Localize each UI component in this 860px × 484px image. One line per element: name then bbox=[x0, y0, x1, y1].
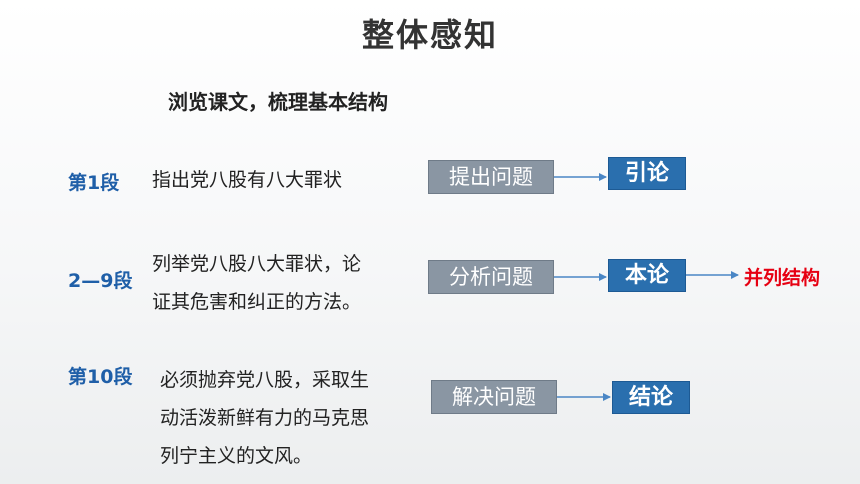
description-3-line-3: 列宁主义的文风。 bbox=[160, 445, 313, 467]
part-box-1: 引论 bbox=[608, 157, 686, 190]
step-box-3: 解决问题 bbox=[431, 380, 557, 414]
part-box-3: 结论 bbox=[612, 381, 690, 414]
subtitle: 浏览课文，梳理基本结构 bbox=[168, 90, 388, 114]
description-1: 指出党八股有八大罪状 bbox=[152, 161, 342, 199]
segment-label-1: 第1段 bbox=[68, 172, 120, 194]
description-2-line-2: 证其危害和纠正的方法。 bbox=[152, 291, 362, 313]
segment-label-3: 第10段 bbox=[68, 366, 133, 388]
segment-label-2: 2—9段 bbox=[68, 270, 133, 292]
description-3-line-1: 必须抛弃党八股，采取生 bbox=[160, 369, 370, 391]
description-2: 列举党八股八大罪状，论 证其危害和纠正的方法。 bbox=[152, 245, 361, 321]
part-box-2: 本论 bbox=[608, 259, 686, 292]
page-title: 整体感知 bbox=[361, 16, 498, 54]
description-2-line-1: 列举党八股八大罪状，论 bbox=[152, 253, 362, 275]
description-1-line-1: 指出党八股有八大罪状 bbox=[152, 169, 343, 191]
step-box-2: 分析问题 bbox=[428, 260, 554, 294]
description-3-line-2: 动活泼新鲜有力的马克思 bbox=[160, 407, 370, 429]
description-3: 必须抛弃党八股，采取生 动活泼新鲜有力的马克思 列宁主义的文风。 bbox=[160, 361, 369, 475]
step-box-1: 提出问题 bbox=[428, 160, 554, 194]
structure-note: 并列结构 bbox=[744, 267, 821, 289]
